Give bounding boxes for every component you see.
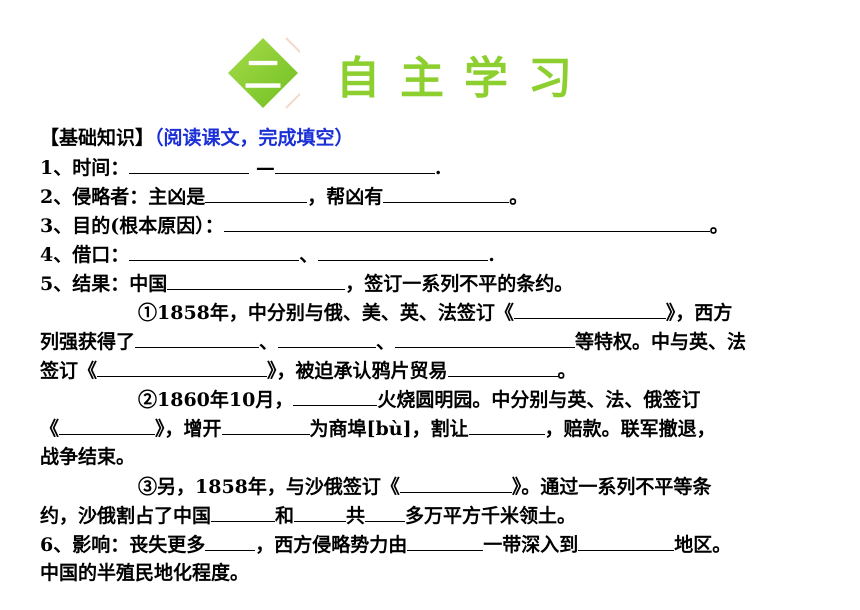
p1-text-b: 》，西方 (665, 302, 733, 324)
p3-blank-treaty[interactable] (399, 472, 512, 493)
p1-text-a: ①1858年，中分别与俄、美、英、法签订《 (138, 302, 514, 324)
p1-text-d: 等特权。中与英、法 (575, 331, 747, 353)
section-heading: 【基础知识】（阅读课文，完成填空） (40, 124, 820, 153)
q4-blank-1[interactable] (129, 240, 300, 261)
question-5: 5、结果：中国 ，签订一系列不平的条约。 (40, 269, 820, 298)
q4-blank-2[interactable] (318, 240, 489, 261)
q2-mid: ，帮凶有 (307, 186, 384, 208)
q6-text-a: ，西方侵略势力由 (255, 534, 408, 556)
p1-text-f: 》，被迫承认鸦片贸易 (267, 360, 448, 382)
worksheet-body: 【基础知识】（阅读课文，完成填空） 1、时间： —. 2、侵略者：主凶是 ，帮凶有… (40, 124, 820, 588)
section-number: 二 (243, 52, 282, 97)
section-instruction: （阅读课文，完成填空） (154, 127, 354, 149)
p2-blank-port[interactable] (221, 414, 310, 435)
p2-text-c: 《 (40, 418, 60, 440)
p2-text-d: 》，增开 (155, 418, 222, 440)
q6-text-b: 一带深入到 (483, 534, 579, 556)
q3-blank[interactable] (223, 211, 710, 232)
p2-text-g: 战争结束。 (40, 446, 136, 468)
p1-text-c: 列强获得了 (40, 331, 136, 353)
p3-blank-area[interactable] (365, 501, 406, 522)
q5-label: 5、结果：中国 (40, 273, 168, 295)
p1-blank-privilege-1[interactable] (135, 327, 260, 348)
p2-line-1: ②1860年10月， 火烧圆明园。中分别与英、法、俄签订 (40, 385, 820, 414)
p2-line-2: 《 》，增开 为商埠[bù]，割让 ，赔款。联军撤退， (40, 414, 820, 443)
q1-dash: — (249, 157, 275, 179)
q2-blank-accomplice[interactable] (383, 182, 510, 203)
p3-blank-region-1[interactable] (211, 501, 276, 522)
p3-text-e: 共 (346, 505, 366, 527)
q1-blank-start[interactable] (129, 153, 250, 174)
q6-blank-1[interactable] (205, 530, 256, 551)
p1-line-3: 签订《 》，被迫承认鸦片贸易 。 (40, 356, 820, 385)
q6-blank-2[interactable] (407, 530, 484, 551)
q6-text-d: 中国的半殖民地化程度。 (40, 562, 250, 584)
q4-sep: 、 (299, 244, 319, 266)
p2-text-b: 火烧圆明园。中分别与英、法、俄签订 (377, 389, 701, 411)
q2-label: 2、侵略者：主凶是 (40, 186, 206, 208)
q1-blank-end[interactable] (274, 153, 435, 174)
section-label: 【基础知识】 (40, 127, 155, 149)
q1-label: 1、时间： (40, 157, 130, 179)
p1-end: 。 (557, 360, 577, 382)
p1-blank-privilege-2[interactable] (278, 327, 377, 348)
p1-line-2: 列强获得了 、 、 等特权。中与英、法 (40, 327, 820, 356)
question-1: 1、时间： —. (40, 153, 820, 182)
q6-blank-3[interactable] (578, 530, 675, 551)
question-3: 3、目的(根本原因）： 。 (40, 211, 820, 240)
question-6-line-2: 中国的半殖民地化程度。 (40, 559, 820, 588)
p1-sep-1: 、 (259, 331, 279, 353)
q3-label: 3、目的(根本原因）： (40, 215, 224, 237)
p1-sep-2: 、 (376, 331, 396, 353)
section-header: 二 自主学习 (226, 36, 646, 109)
p3-line-1: ③另，1858年，与沙俄签订《 》。通过一系列不平等条 (40, 472, 820, 501)
p1-blank-privilege-3[interactable] (395, 327, 576, 348)
p2-line-3: 战争结束。 (40, 443, 820, 472)
q5-blank[interactable] (167, 269, 346, 290)
q4-end: . (488, 244, 495, 266)
p2-blank-army[interactable] (293, 385, 378, 406)
q6-label: 6、影响：丧失更多 (40, 534, 206, 556)
p2-text-a: ②1860年10月， (138, 389, 294, 411)
question-4: 4、借口： 、. (40, 240, 820, 269)
q2-blank-main[interactable] (205, 182, 308, 203)
section-title: 自主学习 (336, 53, 592, 104)
p2-blank-cede[interactable] (468, 414, 545, 435)
p3-blank-region-2[interactable] (294, 501, 347, 522)
diamond-badge-icon (228, 37, 300, 109)
p3-text-b: 》。通过一系列不平等条 (511, 476, 712, 498)
p1-blank-trade[interactable] (447, 356, 558, 377)
p1-text-e: 签订《 (40, 360, 98, 382)
q5-rest: ，签订一系列不平的条约。 (345, 273, 574, 295)
p3-text-c: 约，沙俄割占了中国 (40, 505, 212, 527)
p1-line-1: ①1858年，中分别与俄、美、英、法签订《 》，西方 (40, 298, 820, 327)
p3-line-2: 约，沙俄割占了中国 和 共 多万平方千米领土。 (40, 501, 820, 530)
p3-text-a: ③另，1858年，与沙俄签订《 (138, 476, 400, 498)
q4-label: 4、借口： (40, 244, 130, 266)
p1-blank-treaty[interactable] (513, 298, 666, 319)
q2-end: 。 (509, 186, 529, 208)
q3-end: 。 (709, 215, 729, 237)
p2-blank-treaty[interactable] (59, 414, 156, 435)
question-2: 2、侵略者：主凶是 ，帮凶有 。 (40, 182, 820, 211)
p3-text-d: 和 (275, 505, 295, 527)
p2-text-f: ，赔款。联军撤退， (544, 418, 716, 440)
p2-text-e: 为商埠[bù]，割让 (309, 418, 469, 440)
p1-blank-treaty-2[interactable] (97, 356, 268, 377)
p3-text-f: 多万平方千米领土。 (405, 505, 577, 527)
q1-end: . (434, 157, 442, 179)
question-6: 6、影响：丧失更多 ，西方侵略势力由 一带深入到 地区。 (40, 530, 820, 559)
q6-text-c: 地区。 (674, 534, 732, 556)
